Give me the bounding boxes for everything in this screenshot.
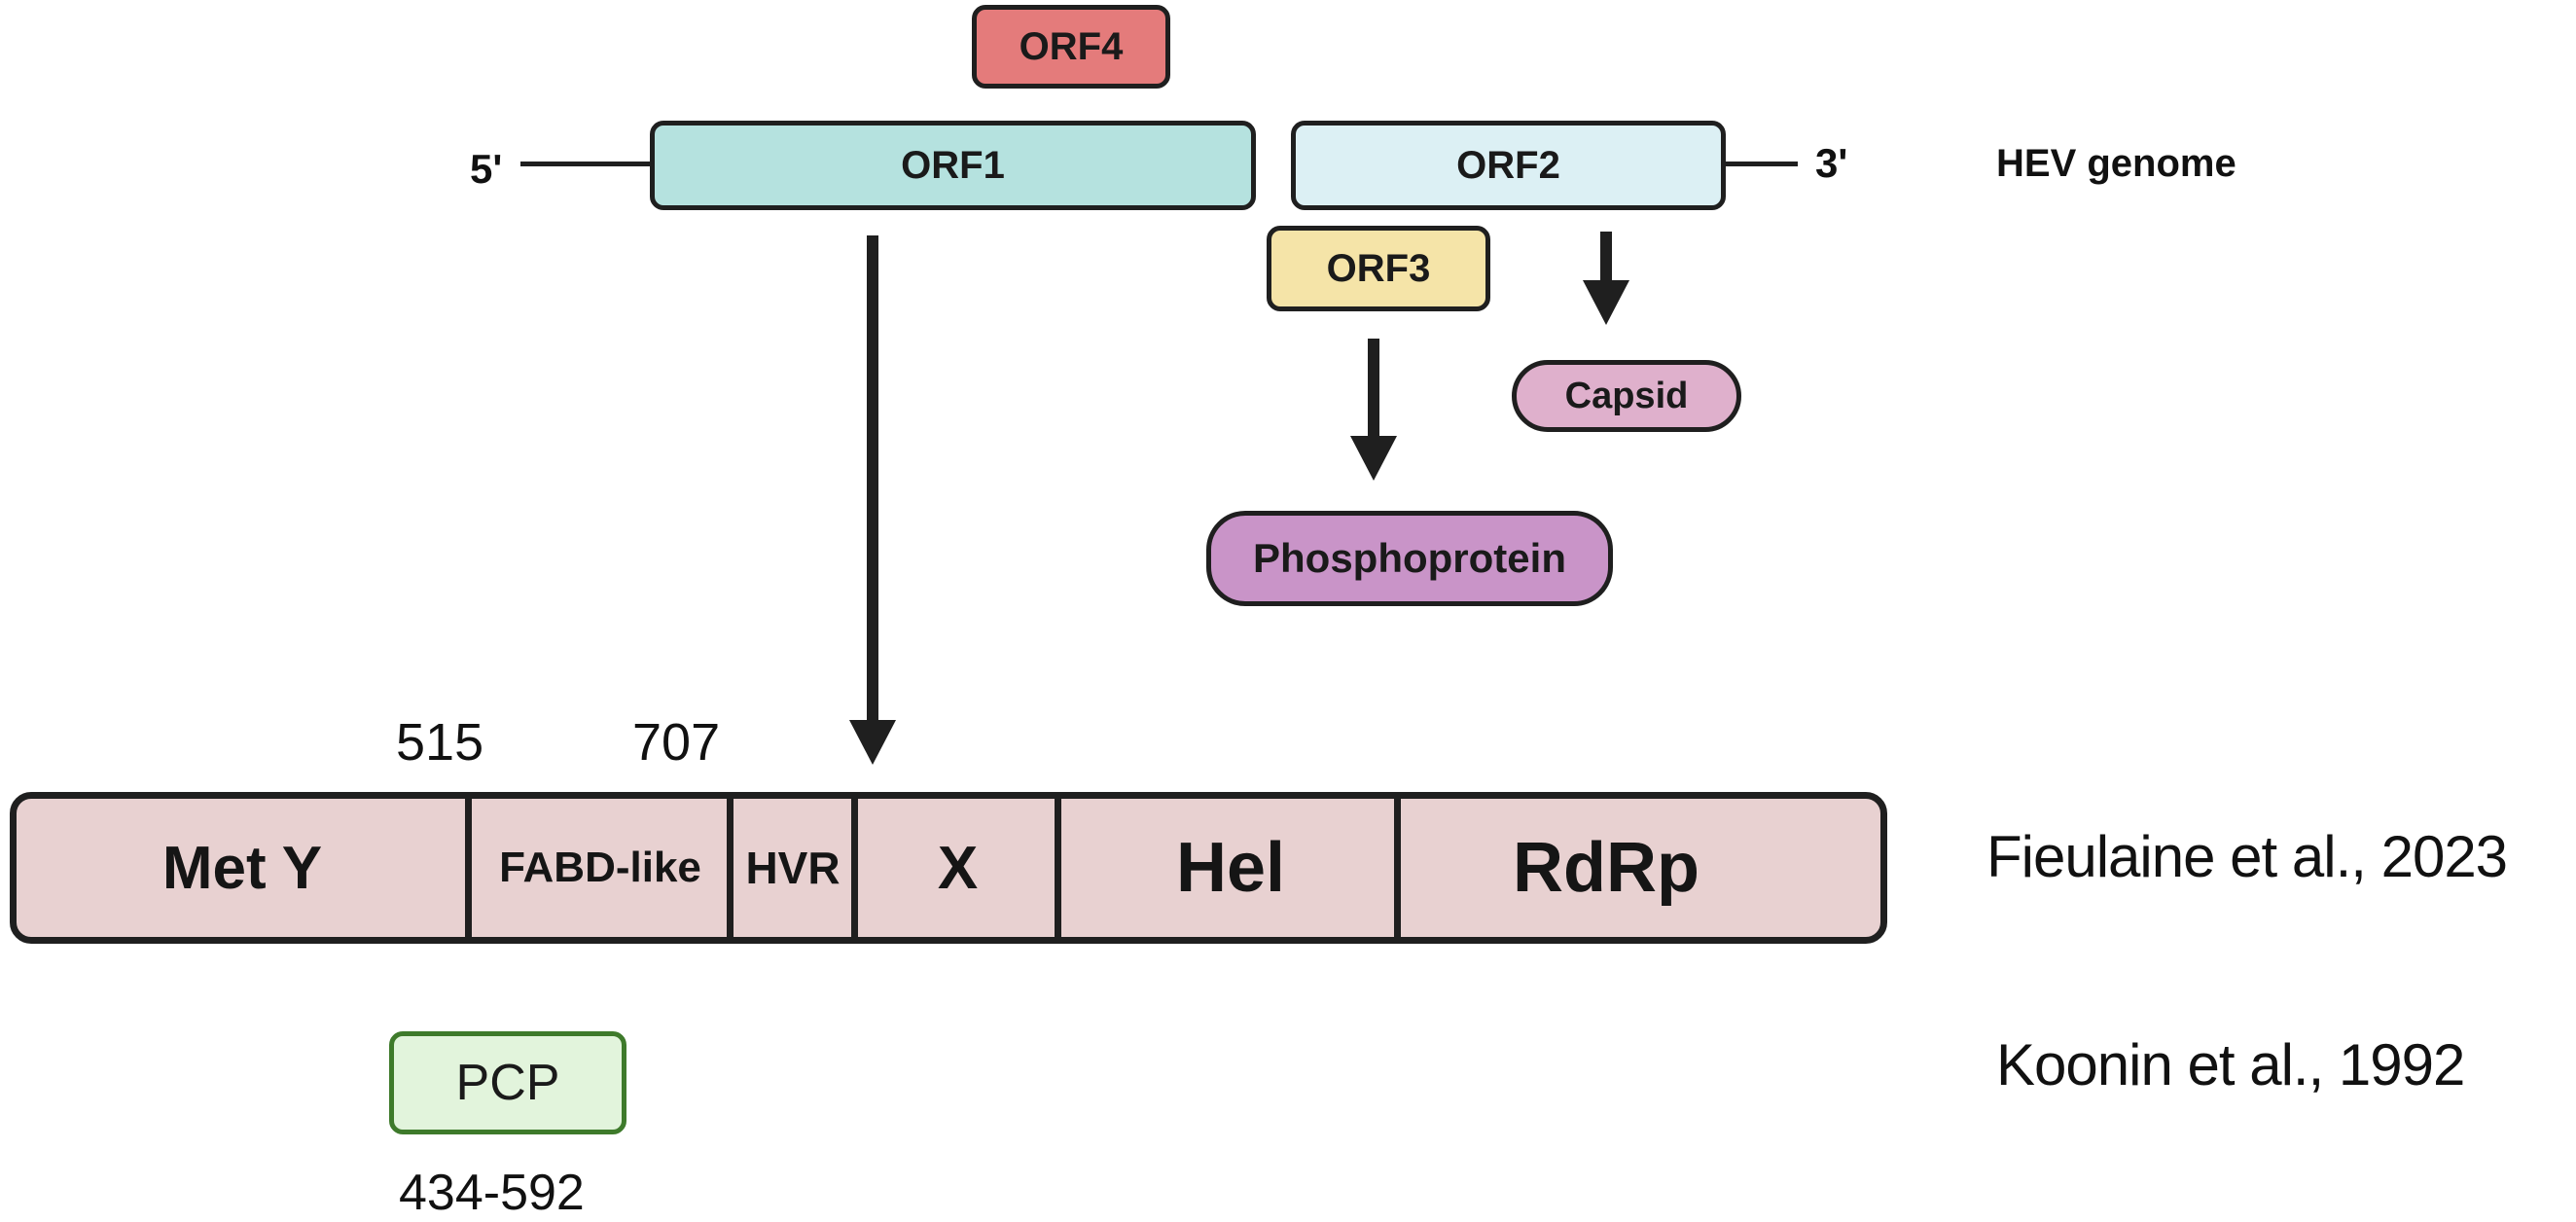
capsid-label: Capsid [1564, 375, 1689, 416]
arrow-orf1-polyprotein-head [849, 720, 896, 765]
divider-4 [1055, 799, 1061, 937]
orf1-label: ORF1 [901, 143, 1005, 187]
capsid-box: Capsid [1512, 360, 1741, 432]
phosphoprotein-label: Phosphoprotein [1253, 535, 1566, 581]
genome-line-right [1724, 162, 1798, 166]
domain-rdrp: RdRp [1513, 829, 1699, 907]
orf2-box: ORF2 [1291, 121, 1726, 210]
domain-fabd-like: FABD-like [499, 844, 701, 891]
orf4-label: ORF4 [1019, 24, 1124, 68]
divider-3 [851, 799, 858, 937]
genome-line-left [520, 162, 652, 166]
domain-hel: Hel [1175, 829, 1286, 907]
citation-koonin: Koonin et al., 1992 [1996, 1032, 2465, 1097]
domain-x: X [937, 834, 979, 902]
divider-5 [1394, 799, 1401, 937]
five-prime-label: 5' [470, 146, 503, 192]
position-707: 707 [632, 713, 721, 772]
citation-fieulaine: Fieulaine et al., 2023 [1986, 824, 2508, 889]
divider-2 [727, 799, 733, 937]
orf3-label: ORF3 [1326, 246, 1431, 290]
orf2-label: ORF2 [1456, 143, 1560, 187]
arrow-orf3-phospho-head [1350, 436, 1397, 481]
domain-met-y: Met Y [161, 834, 323, 902]
orf1-box: ORF1 [650, 121, 1256, 210]
pcp-range: 434-592 [399, 1165, 585, 1221]
genome-title: HEV genome [1996, 142, 2236, 185]
arrow-orf1-polyprotein-shaft [867, 235, 878, 722]
orf3-box: ORF3 [1267, 226, 1490, 311]
arrow-orf2-capsid-shaft [1600, 232, 1612, 282]
phosphoprotein-box: Phosphoprotein [1206, 511, 1613, 606]
pcp-box: PCP [389, 1031, 626, 1134]
pcp-label: PCP [455, 1055, 560, 1111]
three-prime-label: 3' [1815, 140, 1848, 186]
orf1-polyprotein-bar: Met Y FABD-like HVR X Hel RdRp [10, 792, 1887, 944]
position-515: 515 [396, 713, 484, 772]
arrow-orf2-capsid-head [1583, 280, 1629, 325]
divider-1 [465, 799, 472, 937]
domain-hvr: HVR [745, 843, 841, 893]
arrow-orf3-phospho-shaft [1368, 339, 1379, 438]
orf4-box: ORF4 [972, 5, 1170, 89]
